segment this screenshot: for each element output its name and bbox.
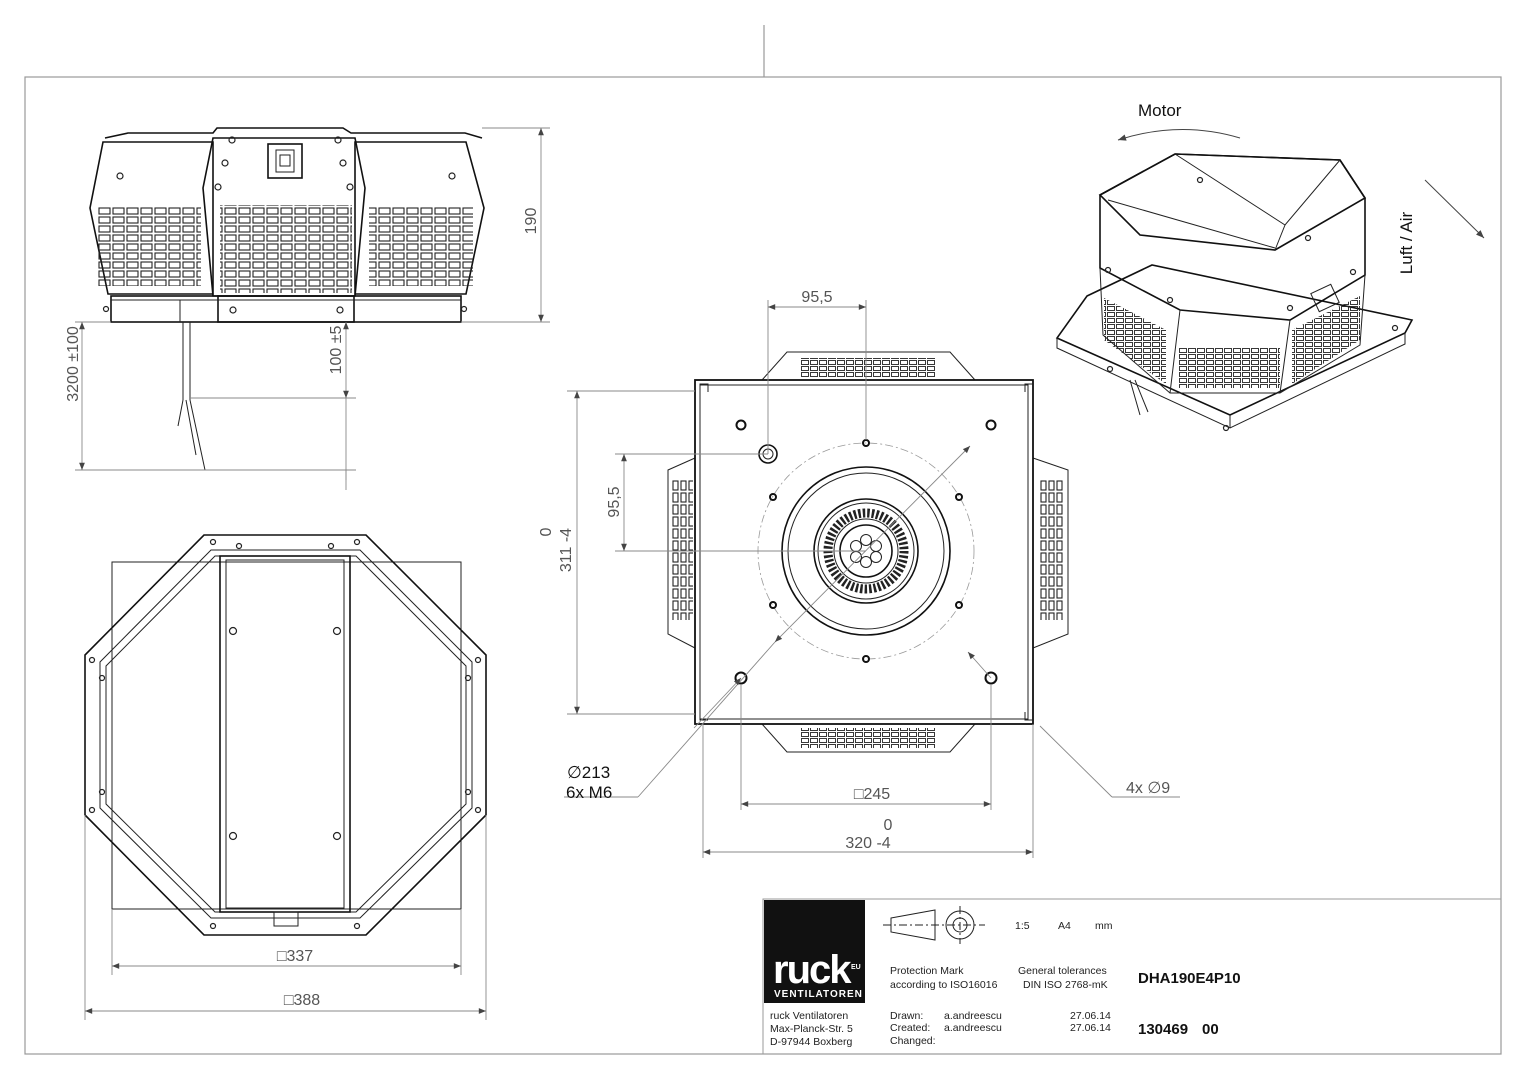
document-number: 130469 xyxy=(1138,1021,1188,1038)
dim-hole-offset-x: 95,5 xyxy=(801,289,832,306)
dim-cable-exit: 100 ±5 xyxy=(328,325,345,374)
company-logo xyxy=(764,900,865,1003)
top-view: □337 □388 xyxy=(84,534,487,1020)
drawn-by: a.andreescu xyxy=(944,1010,1002,1022)
front-view: 190 100 ±5 3200 ±100 xyxy=(65,127,550,490)
label-air-direction: Luft / Air xyxy=(1397,211,1416,274)
tolerance-standard: DIN ISO 2768-mK xyxy=(1023,979,1108,991)
company-street: Max-Planck-Str. 5 xyxy=(770,1023,853,1035)
logo-eu-mark: EU xyxy=(851,964,861,971)
changed-label: Changed: xyxy=(890,1035,936,1047)
created-label: Created: xyxy=(890,1022,930,1034)
protection-mark-standard: according to ISO16016 xyxy=(890,979,998,991)
drawn-date: 27.06.14 xyxy=(1070,1010,1111,1022)
projection-symbol-icon xyxy=(883,906,985,944)
title-block: ruck EU VENTILATOREN 1:5 A4 mm Protectio… xyxy=(762,898,1502,1055)
dim-base-height-bottom: 311 -4 xyxy=(558,528,575,572)
drawn-label: Drawn: xyxy=(890,1010,923,1022)
label-motor: Motor xyxy=(1138,101,1182,120)
isometric-view: Motor Luft / Air xyxy=(1055,101,1485,432)
dim-hole-square: □245 xyxy=(854,786,890,803)
logo-subtitle: VENTILATOREN xyxy=(774,989,863,1000)
dim-bolt-circle: ∅213 xyxy=(567,763,610,782)
dim-mount-holes: 4x ∅9 xyxy=(1126,780,1170,797)
paper-format: A4 xyxy=(1058,920,1071,932)
model-number: DHA190E4P10 xyxy=(1138,970,1241,987)
dim-side-inner: □337 xyxy=(277,948,313,965)
dim-cable-length: 3200 ±100 xyxy=(65,326,82,402)
dim-front-height: 190 xyxy=(523,208,540,235)
dim-base-width-bottom: 320 -4 xyxy=(845,835,890,852)
dim-bolt-thread: 6x M6 xyxy=(566,783,612,802)
company-city: D-97944 Boxberg xyxy=(770,1036,852,1048)
created-by: a.andreescu xyxy=(944,1022,1002,1034)
created-date: 27.06.14 xyxy=(1070,1022,1111,1034)
dim-base-width-top: 0 xyxy=(884,817,893,834)
tolerance-title: General tolerances xyxy=(1018,965,1107,977)
scale: 1:5 xyxy=(1015,920,1030,932)
bottom-view: 95,5 95,5 0 311 -4 □245 0 320 -4 4x ∅9 ∅… xyxy=(538,289,1180,858)
dim-side-outer: □388 xyxy=(284,992,320,1009)
logo-wordmark: ruck xyxy=(773,948,852,992)
company-name: ruck Ventilatoren xyxy=(770,1010,848,1022)
unit: mm xyxy=(1095,920,1113,932)
revision: 00 xyxy=(1202,1021,1219,1038)
protection-mark-title: Protection Mark xyxy=(890,965,964,977)
dim-hole-offset-y: 95,5 xyxy=(606,486,623,517)
dim-base-height-top: 0 xyxy=(538,527,555,536)
